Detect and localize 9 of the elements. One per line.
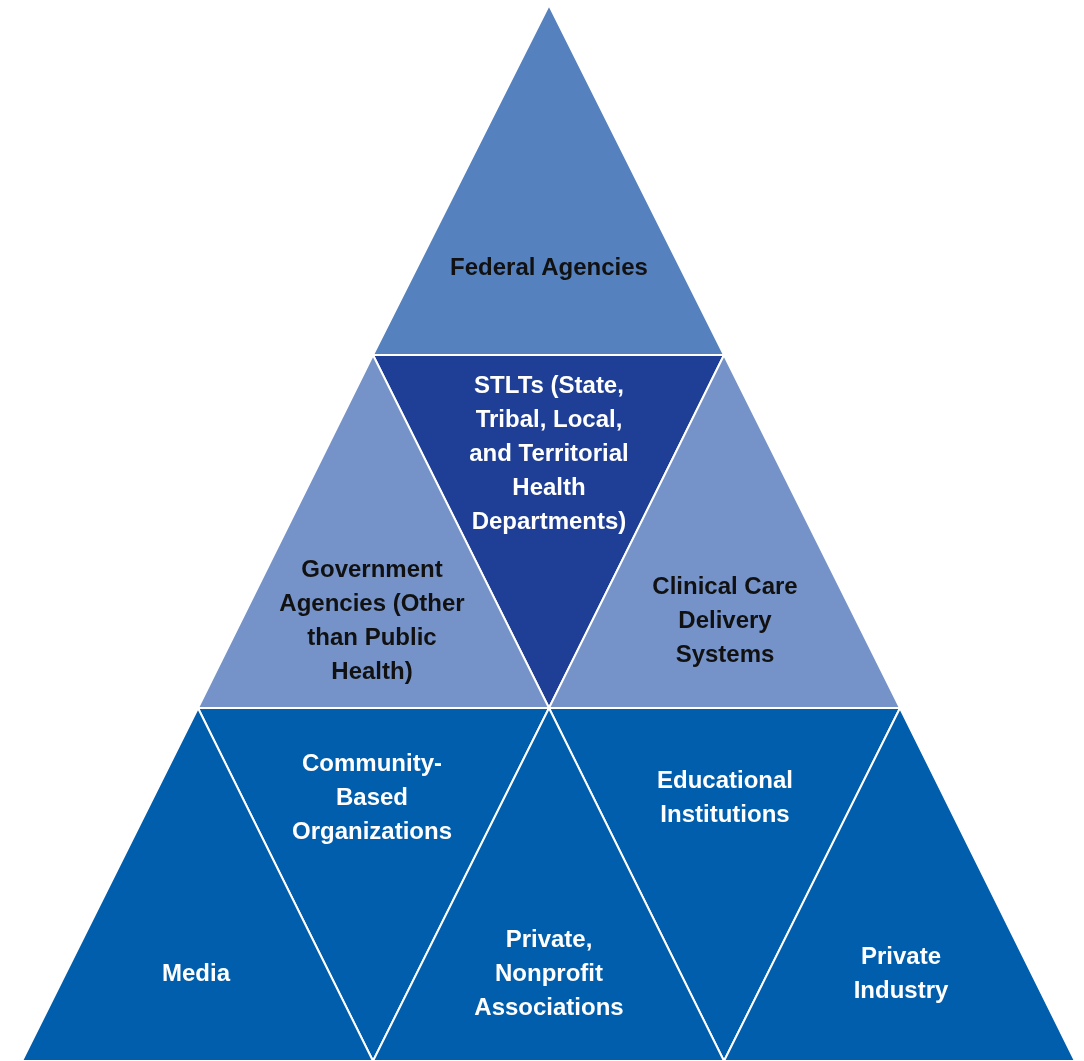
segment-label: Private, Nonprofit Associations	[473, 924, 625, 1022]
segment-label: Government Agencies (Other than Public Health)	[278, 554, 466, 686]
segment-label: Private Industry	[852, 941, 950, 1005]
segment-label: Educational Institutions	[656, 765, 794, 829]
segment-label: Community-Based Organizations	[291, 748, 453, 846]
segment-label: STLTs (State, Tribal, Local, and Territorial Health Departments)	[468, 370, 630, 536]
segment-label: Media	[161, 958, 232, 988]
segment-label: Federal Agencies	[449, 252, 649, 282]
segment-label: Clinical Care Delivery Systems	[651, 571, 799, 669]
